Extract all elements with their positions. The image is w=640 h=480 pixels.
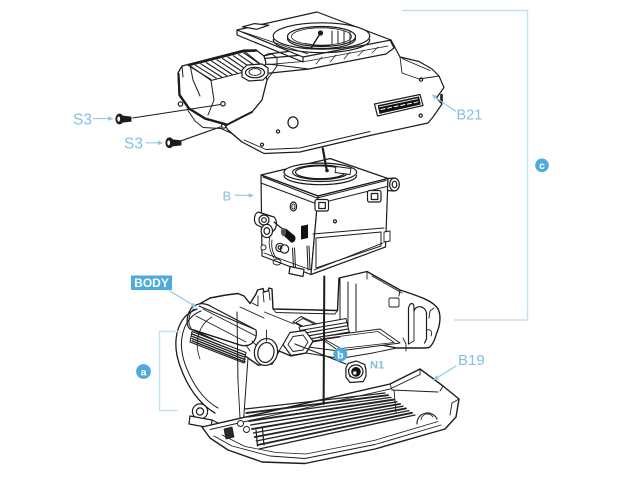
svg-text:S3: S3	[73, 112, 92, 129]
svg-text:a: a	[141, 366, 147, 378]
svg-text:BODY: BODY	[134, 276, 169, 290]
svg-text:B21: B21	[457, 108, 483, 124]
svg-text:B19: B19	[458, 352, 485, 369]
svg-text:S3: S3	[124, 136, 143, 153]
svg-text:B: B	[223, 189, 232, 204]
svg-text:b: b	[337, 349, 343, 361]
svg-text:N1: N1	[370, 360, 384, 372]
svg-text:c: c	[539, 160, 545, 172]
